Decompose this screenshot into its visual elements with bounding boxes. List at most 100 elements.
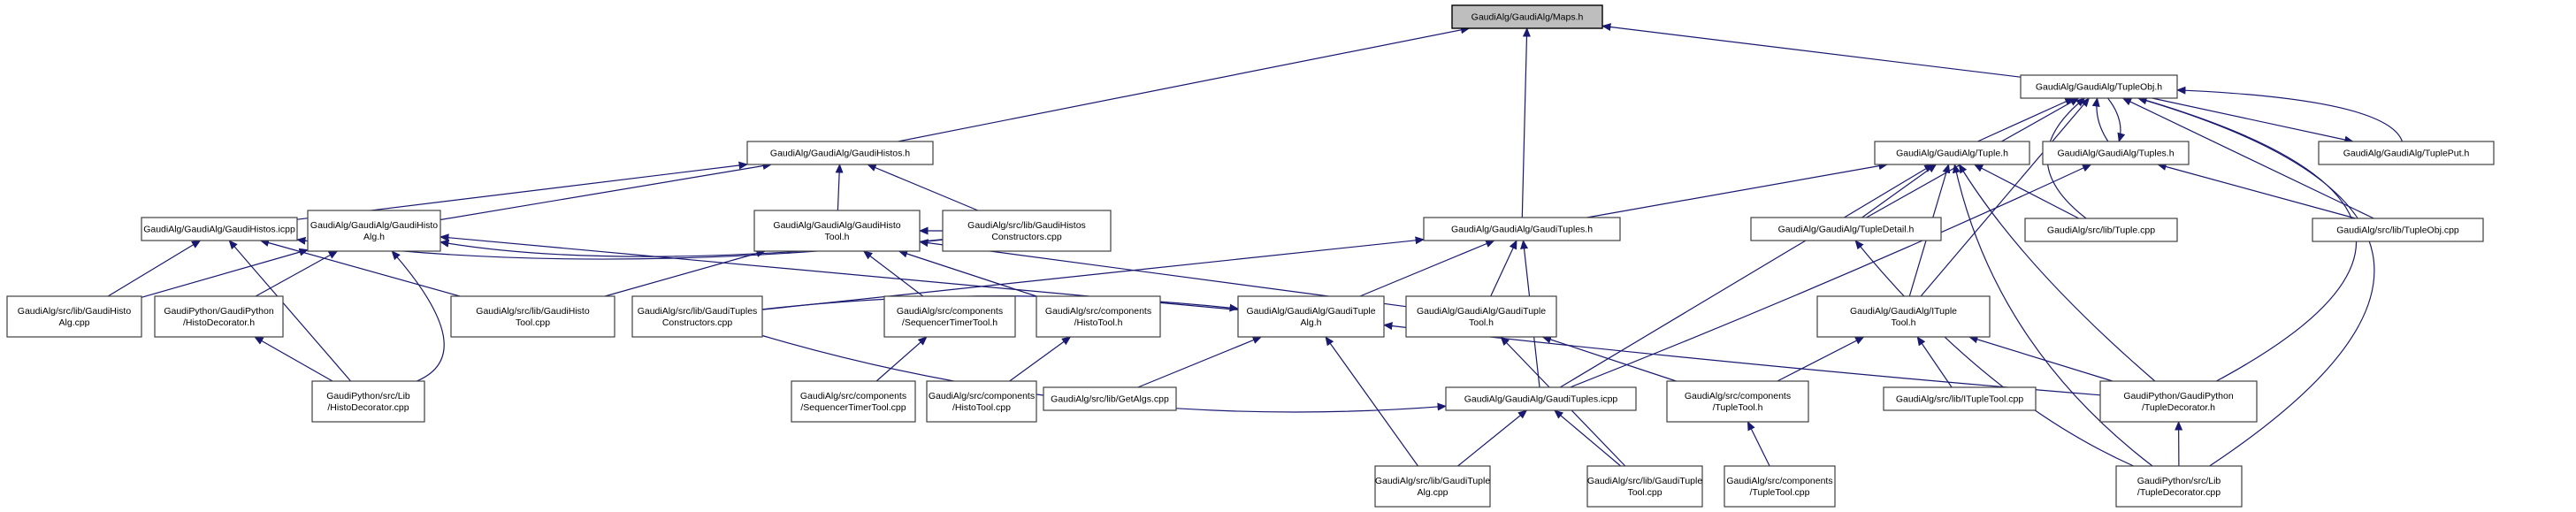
node-histotool_h[interactable]: GaudiAlg/src/components/HistoTool.h <box>1036 295 1161 338</box>
node-gaudihistos_icpp[interactable]: GaudiAlg/GaudiAlg/GaudiHistos.icpp <box>141 217 298 241</box>
node-tupletool_cpp[interactable]: GaudiAlg/src/components/TupleTool.cpp <box>1724 465 1836 508</box>
edge-gaudihistotool_cpp-to-gaudihistotool_h <box>604 249 766 297</box>
node-box-sequencertimertool_cpp[interactable] <box>791 380 916 423</box>
node-box-itupletool_h[interactable] <box>1816 295 1991 338</box>
node-tupletool_h[interactable]: GaudiAlg/src/components/TupleTool.h <box>1666 380 1809 423</box>
edge-tupledetail_h-to-tuple_h <box>1861 164 1938 218</box>
node-gaudihistos_h[interactable]: GaudiAlg/GaudiAlg/GaudiHistos.h <box>746 141 934 165</box>
node-gaudituples_icpp[interactable]: GaudiAlg/GaudiAlg/GaudiTuples.icpp <box>1445 386 1637 411</box>
node-label-tupleobj_h: GaudiAlg/GaudiAlg/TupleObj.h <box>2036 82 2162 93</box>
node-box-gaudihistos_icpp[interactable] <box>141 217 298 241</box>
edge-tupleobj_cpp-to-tuples_h <box>2157 163 2356 219</box>
node-box-itupletool_cpp[interactable] <box>1883 386 2037 411</box>
node-box-tupledecorator_h[interactable] <box>2099 380 2258 423</box>
node-box-gaudihistotool_h[interactable] <box>753 210 921 252</box>
node-label-tupleput_h: GaudiAlg/GaudiAlg/TuplePut.h <box>2343 149 2470 159</box>
node-tuple_cpp[interactable]: GaudiAlg/src/lib/Tuple.cpp <box>2024 218 2178 242</box>
node-maps_h[interactable]: GaudiAlg/GaudiAlg/Maps.h <box>1451 4 1603 29</box>
node-box-tuple_cpp[interactable] <box>2024 218 2178 242</box>
node-box-tupletool_cpp[interactable] <box>1724 465 1836 508</box>
node-sequencertimertool_h[interactable]: GaudiAlg/src/components/SequencerTimerTo… <box>883 295 1016 338</box>
edge-gaudituples_h-to-tuple_h <box>1586 162 1888 218</box>
node-gaudituples_h[interactable]: GaudiAlg/GaudiAlg/GaudiTuples.h <box>1423 217 1621 241</box>
node-box-tupleobj_h[interactable] <box>2020 74 2178 99</box>
node-box-gauditupletool_cpp[interactable] <box>1586 465 1703 508</box>
edge-gaudihistoalg_cpp-to-gaudihistos_icpp <box>107 240 202 297</box>
node-tupleput_h[interactable]: GaudiAlg/GaudiAlg/TuplePut.h <box>2318 141 2495 165</box>
node-box-gaudihistoalg_cpp[interactable] <box>6 295 142 338</box>
node-label-tuple_cpp: GaudiAlg/src/lib/Tuple.cpp <box>2047 225 2155 236</box>
node-label-sequencertimertool_cpp: GaudiAlg/src/components/SequencerTimerTo… <box>800 391 906 413</box>
edge-itupletool_cpp-to-itupletool_h <box>1916 336 1953 388</box>
node-box-getalgs_cpp[interactable] <box>1043 386 1177 411</box>
edge-tupleobj_h-to-tupleput_h <box>2152 97 2354 144</box>
edge-tupletool_h-to-gauditupletool_h <box>1541 335 1677 382</box>
node-tupleobj_cpp[interactable]: GaudiAlg/src/lib/TupleObj.cpp <box>2312 218 2484 242</box>
node-box-gaudituplealg_cpp[interactable] <box>1374 465 1491 508</box>
node-label-gaudituples_h: GaudiAlg/GaudiAlg/GaudiTuples.h <box>1451 225 1593 235</box>
node-box-tupleobj_cpp[interactable] <box>2312 218 2484 242</box>
node-label-tuples_h: GaudiAlg/GaudiAlg/Tuples.h <box>2057 149 2174 159</box>
node-box-gaudituplealg_h[interactable] <box>1237 295 1385 338</box>
node-box-sequencertimertool_h[interactable] <box>883 295 1016 338</box>
node-label-itupletool_cpp: GaudiAlg/src/lib/ITupleTool.cpp <box>1896 394 2024 405</box>
node-box-gaudihistosconstructors_cpp[interactable] <box>942 210 1112 252</box>
node-tupledecorator_cpp[interactable]: GaudiPython/src/Lib/TupleDecorator.cpp <box>2115 465 2243 508</box>
node-box-tupleput_h[interactable] <box>2318 141 2495 165</box>
node-box-tupletool_h[interactable] <box>1666 380 1809 423</box>
node-box-gaudituples_icpp[interactable] <box>1445 386 1637 411</box>
node-box-gauditupletool_h[interactable] <box>1405 295 1557 338</box>
node-box-tupledetail_h[interactable] <box>1750 217 1942 241</box>
node-getalgs_cpp[interactable]: GaudiAlg/src/lib/GetAlgs.cpp <box>1043 386 1177 411</box>
node-box-tupledecorator_cpp[interactable] <box>2115 465 2243 508</box>
edge-tupledecorator_h-to-tuple_h <box>1958 164 2156 382</box>
node-histotool_cpp[interactable]: GaudiAlg/src/components/HistoTool.cpp <box>926 380 1037 423</box>
node-histodecorator_cpp[interactable]: GaudiPython/src/Lib/HistoDecorator.cpp <box>311 380 425 423</box>
node-box-gaudituplesconstructors_cpp[interactable] <box>631 295 763 338</box>
node-box-histodecorator_h[interactable] <box>154 295 284 338</box>
node-tupledetail_h[interactable]: GaudiAlg/GaudiAlg/TupleDetail.h <box>1750 217 1942 241</box>
node-box-gaudihistos_h[interactable] <box>746 141 934 165</box>
edge-histotool_h-to-gaudihistotool_h <box>898 249 1037 297</box>
edge-gaudituplealg_cpp-to-gaudituples_icpp <box>1457 409 1528 467</box>
node-tupledecorator_h[interactable]: GaudiPython/GaudiPython/TupleDecorator.h <box>2099 380 2258 423</box>
edge-histodecorator_h-to-gaudihistoalg_h <box>255 250 339 297</box>
node-box-gaudihistoalg_h[interactable] <box>307 210 441 252</box>
node-box-gaudihistotool_cpp[interactable] <box>450 295 615 338</box>
node-tuples_h[interactable]: GaudiAlg/GaudiAlg/Tuples.h <box>2042 141 2190 165</box>
edge-gaudituplealg_cpp-to-gaudituplealg_h <box>1325 336 1418 467</box>
node-histodecorator_h[interactable]: GaudiPython/GaudiPython/HistoDecorator.h <box>154 295 284 338</box>
node-box-histotool_cpp[interactable] <box>926 380 1037 423</box>
edge-gaudituplealg_h-to-gaudituples_h <box>1359 240 1495 297</box>
node-tupleobj_h[interactable]: GaudiAlg/GaudiAlg/TupleObj.h <box>2020 74 2178 99</box>
node-box-maps_h[interactable] <box>1451 4 1603 29</box>
edge-histodecorator_cpp-to-gaudihistos_icpp <box>228 240 352 382</box>
node-box-tuples_h[interactable] <box>2042 141 2190 165</box>
node-sequencertimertool_cpp[interactable]: GaudiAlg/src/components/SequencerTimerTo… <box>791 380 916 423</box>
node-tuple_h[interactable]: GaudiAlg/GaudiAlg/Tuple.h <box>1874 141 2030 165</box>
node-box-tuple_h[interactable] <box>1874 141 2030 165</box>
nodes-layer: GaudiAlg/GaudiAlg/Maps.hGaudiAlg/GaudiAl… <box>6 4 2495 508</box>
edge-sequencertimertool_cpp-to-sequencertimertool_h <box>875 336 928 382</box>
node-box-gaudituples_h[interactable] <box>1423 217 1621 241</box>
node-itupletool_cpp[interactable]: GaudiAlg/src/lib/ITupleTool.cpp <box>1883 386 2037 411</box>
node-label-histotool_h: GaudiAlg/src/components/HistoTool.h <box>1045 306 1151 328</box>
node-box-histotool_h[interactable] <box>1036 295 1161 338</box>
node-box-histodecorator_cpp[interactable] <box>311 380 425 423</box>
